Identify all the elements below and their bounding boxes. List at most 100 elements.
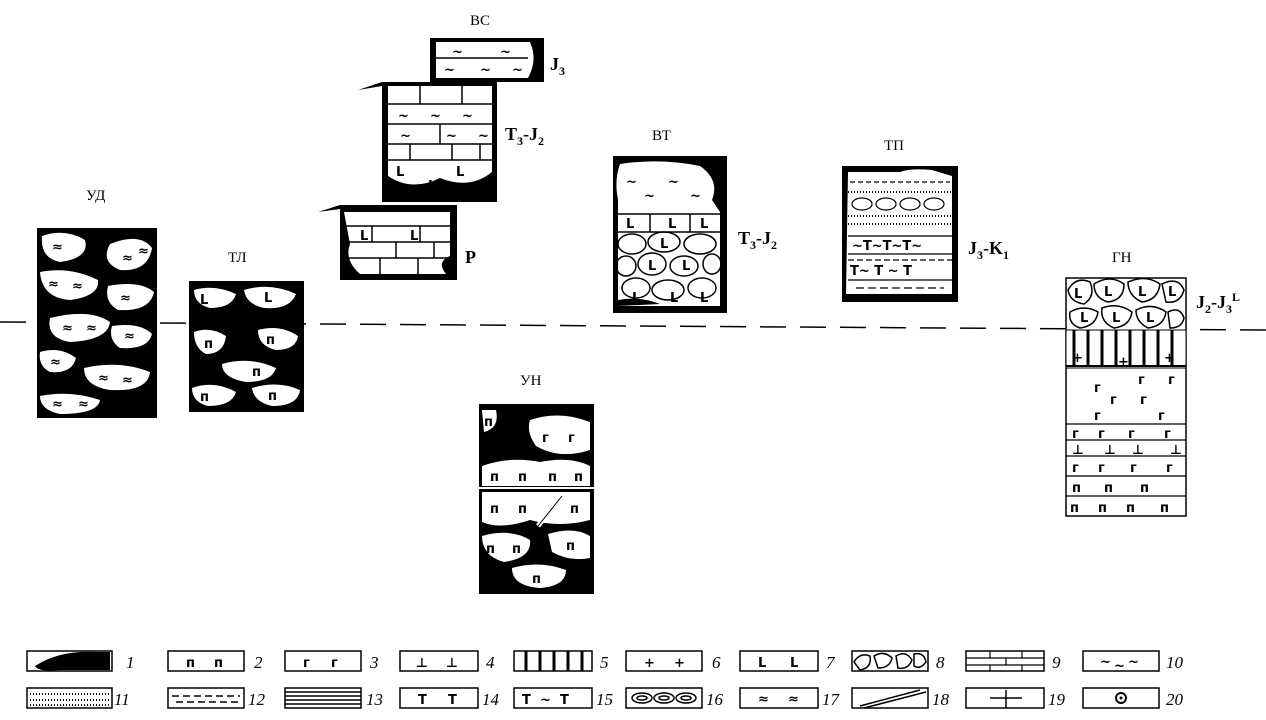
svg-text:г: г [1128,427,1135,442]
svg-text:L: L [1168,285,1176,300]
column-label-gn: ГН [1112,250,1132,266]
age-tp: J3-K1 [968,238,1009,262]
svg-text:~: ~ [400,129,411,144]
svg-text:~: ~ [668,175,679,190]
svg-text:+: + [1072,351,1083,366]
legend-num-8: 8 [936,653,945,672]
svg-text:L: L [682,259,690,274]
svg-text:≈: ≈ [86,321,97,336]
svg-text:⊥: ⊥ [416,656,428,671]
legend-item-19 [966,688,1044,708]
svg-text:~: ~ [690,189,701,204]
legend-num-1: 1 [126,653,135,672]
legend-item-15: T ~ T [514,688,592,708]
svg-text:~T~T~T~: ~T~T~T~ [852,239,922,254]
legend-item-17: ≈≈ [740,688,818,708]
svg-text:≈: ≈ [72,279,83,294]
svg-text:г: г [331,656,338,671]
svg-text:~: ~ [626,175,637,190]
svg-text:~: ~ [644,189,655,204]
svg-text:п: п [186,656,195,671]
column-label-vt: ВТ [652,128,671,144]
legend-num-2: 2 [254,653,263,672]
svg-text:≈: ≈ [788,692,799,707]
svg-text:~: ~ [430,109,441,124]
svg-text:п: п [1140,481,1149,496]
svg-text:L: L [200,293,208,308]
svg-text:L: L [410,229,418,244]
legend-item-6: ++ [626,651,702,671]
legend-num-15: 15 [596,690,613,709]
svg-text:L: L [790,656,798,671]
svg-text:L: L [668,217,676,232]
svg-text:~: ~ [398,109,409,124]
column-ud: ≈≈≈ ≈≈≈ ≈≈≈ ≈≈≈ ≈≈ [37,228,157,418]
svg-text:+: + [644,656,655,671]
svg-text:L: L [670,291,678,306]
svg-text:≈: ≈ [50,355,61,370]
legend-item-13 [285,688,361,708]
legend-num-6: 6 [712,653,721,672]
svg-text:~: ~ [1128,655,1139,670]
column-tp: ~T~T~T~ T~ T ~ T [842,166,958,302]
svg-text:~: ~ [540,693,551,708]
svg-text:~: ~ [452,45,463,60]
age-vs-top: J3 [550,54,565,78]
svg-text:п: п [1098,501,1107,516]
column-label-tl: ТЛ [228,250,247,266]
svg-text:г: г [1098,427,1105,442]
svg-text:г: г [1094,409,1101,424]
svg-text:г: г [1164,427,1171,442]
svg-text:L: L [428,179,436,194]
svg-text:≈: ≈ [758,692,769,707]
svg-text:г: г [1158,409,1165,424]
legend-num-9: 9 [1052,653,1061,672]
svg-text:г: г [1168,373,1175,388]
svg-text:≈: ≈ [138,244,149,259]
legend-item-20 [1083,688,1159,708]
svg-text:п: п [532,572,541,587]
svg-text:г: г [1098,461,1105,476]
svg-text:T: T [522,693,531,708]
svg-text:п: п [1072,481,1081,496]
svg-text:L: L [632,291,640,306]
legend-num-12: 12 [248,690,266,709]
legend-item-5 [514,651,592,671]
svg-text:T: T [418,693,427,708]
legend-num-20: 20 [1166,690,1184,709]
svg-text:L: L [648,259,656,274]
legend-item-16 [626,688,702,708]
legend-item-10: ~~~ [1083,651,1159,674]
svg-text:T~ T ~ T: T~ T ~ T [850,264,912,279]
svg-text:п: п [214,656,223,671]
svg-text:⊥: ⊥ [1132,443,1144,458]
age-gn: J2-J3L [1196,290,1240,316]
svg-text:~: ~ [478,129,489,144]
svg-text:L: L [1138,285,1146,300]
svg-text:п: п [1104,481,1113,496]
svg-text:г: г [1166,461,1173,476]
svg-text:L: L [360,229,368,244]
svg-text:п: п [548,470,557,485]
legend-item-18 [852,688,928,708]
svg-text:п: п [566,539,575,554]
svg-text:~: ~ [500,45,511,60]
legend-num-17: 17 [822,690,841,709]
svg-text:⊥: ⊥ [446,656,458,671]
svg-text:п: п [204,337,213,352]
svg-text:г: г [1094,381,1101,396]
age-vs-bot: P [465,247,476,267]
column-label-vs: ВС [470,13,490,29]
svg-text:п: п [518,470,527,485]
svg-text:L: L [1104,285,1112,300]
svg-text:T: T [560,693,569,708]
svg-text:L: L [660,237,668,252]
svg-text:г: г [1140,393,1147,408]
svg-text:п: п [200,390,209,405]
svg-text:п: п [490,470,499,485]
